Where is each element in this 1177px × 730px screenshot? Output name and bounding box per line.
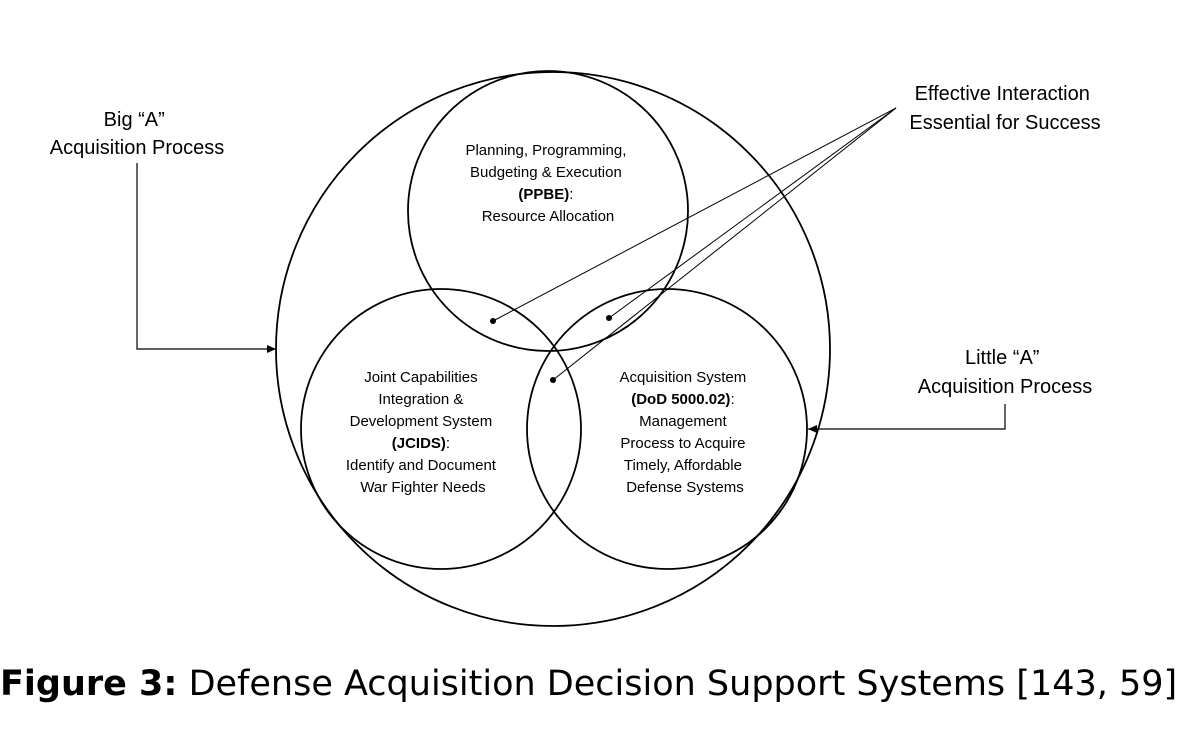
jcids-acronym: (JCIDS): [392, 435, 446, 452]
ppbe-text: Planning, Programming, Budgeting & Execu…: [465, 142, 630, 225]
figure-caption-text: Defense Acquisition Decision Support Sys…: [188, 664, 1177, 704]
little-a-label: Little “A” Acquisition Process: [918, 347, 1093, 398]
interaction-dot-ppbe-acq: [606, 315, 612, 321]
effective-interaction-label: Effective Interaction Essential for Succ…: [909, 83, 1100, 134]
interaction-line-ppbe-jcids: [492, 107, 897, 322]
jcids-circle: [300, 288, 582, 570]
ppbe-circle: [407, 70, 689, 352]
acq-text: Acquisition System (DoD 5000.02): Manage…: [620, 369, 751, 496]
interaction-line-ppbe-acq: [608, 107, 897, 319]
ppbe-acronym: (PPBE): [518, 186, 569, 203]
little-a-connector: [808, 404, 1006, 433]
interaction-line-jcids-acq: [552, 107, 897, 381]
venn-diagram: Big “A” Acquisition Process Little “A” A…: [50, 70, 1101, 627]
acq-acronym: (DoD 5000.02): [631, 391, 730, 408]
interaction-dot-ppbe-jcids: [490, 318, 496, 324]
jcids-text: Joint Capabilities Integration & Develop…: [346, 369, 500, 496]
figure-caption: Figure 3: Defense Acquisition Decision S…: [0, 664, 1177, 704]
big-a-connector: [136, 163, 276, 353]
big-a-label: Big “A” Acquisition Process: [50, 109, 225, 159]
interaction-dot-jcids-acq: [550, 377, 556, 383]
figure-caption-label: Figure 3:: [0, 664, 178, 704]
